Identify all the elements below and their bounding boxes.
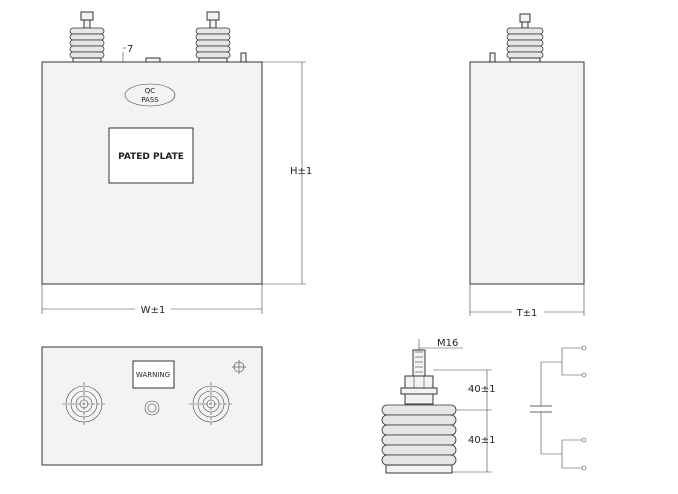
side-bushing (506, 13, 544, 63)
lower-length-label: 40±1 (468, 435, 495, 446)
warning-plate (132, 360, 175, 389)
width-dimension-label: W±1 (141, 305, 166, 316)
small-dimension-label: 7 (127, 44, 133, 55)
warning-label: WARNING (136, 371, 170, 379)
front-vent (145, 57, 161, 63)
upper-length-label: 40±1 (468, 384, 495, 395)
thickness-dimension-label: T±1 (516, 308, 538, 319)
thread-size-label: M16 (437, 338, 458, 349)
front-bushing-right (195, 11, 231, 63)
nut-lower (404, 393, 434, 405)
height-dimension-label: H±1 (290, 166, 312, 177)
rated-plate (108, 127, 194, 184)
side-top-stud (489, 52, 496, 63)
ground-symbol-icon (232, 360, 246, 374)
front-view: 7 QC PASS PATED PLATE H±1 W±1 (41, 11, 312, 316)
nut-upper (404, 375, 434, 389)
front-top-stud (240, 52, 247, 63)
front-bushing-left (69, 11, 105, 63)
qc-pass-stamp (124, 83, 176, 107)
rated-plate-label: PATED PLATE (118, 152, 184, 162)
side-view: T±1 (469, 13, 585, 319)
bushing-detail: M16 40±1 40±1 (381, 338, 495, 474)
washer (400, 387, 438, 395)
side-body (469, 61, 585, 285)
pass-text: PASS (141, 96, 159, 104)
capacitor-symbol-icon (530, 345, 587, 471)
top-terminal-right (189, 382, 233, 426)
top-terminal-left (62, 382, 106, 426)
qc-text: QC (145, 87, 156, 95)
top-view: WARNING (41, 346, 263, 466)
top-vent (144, 400, 160, 416)
